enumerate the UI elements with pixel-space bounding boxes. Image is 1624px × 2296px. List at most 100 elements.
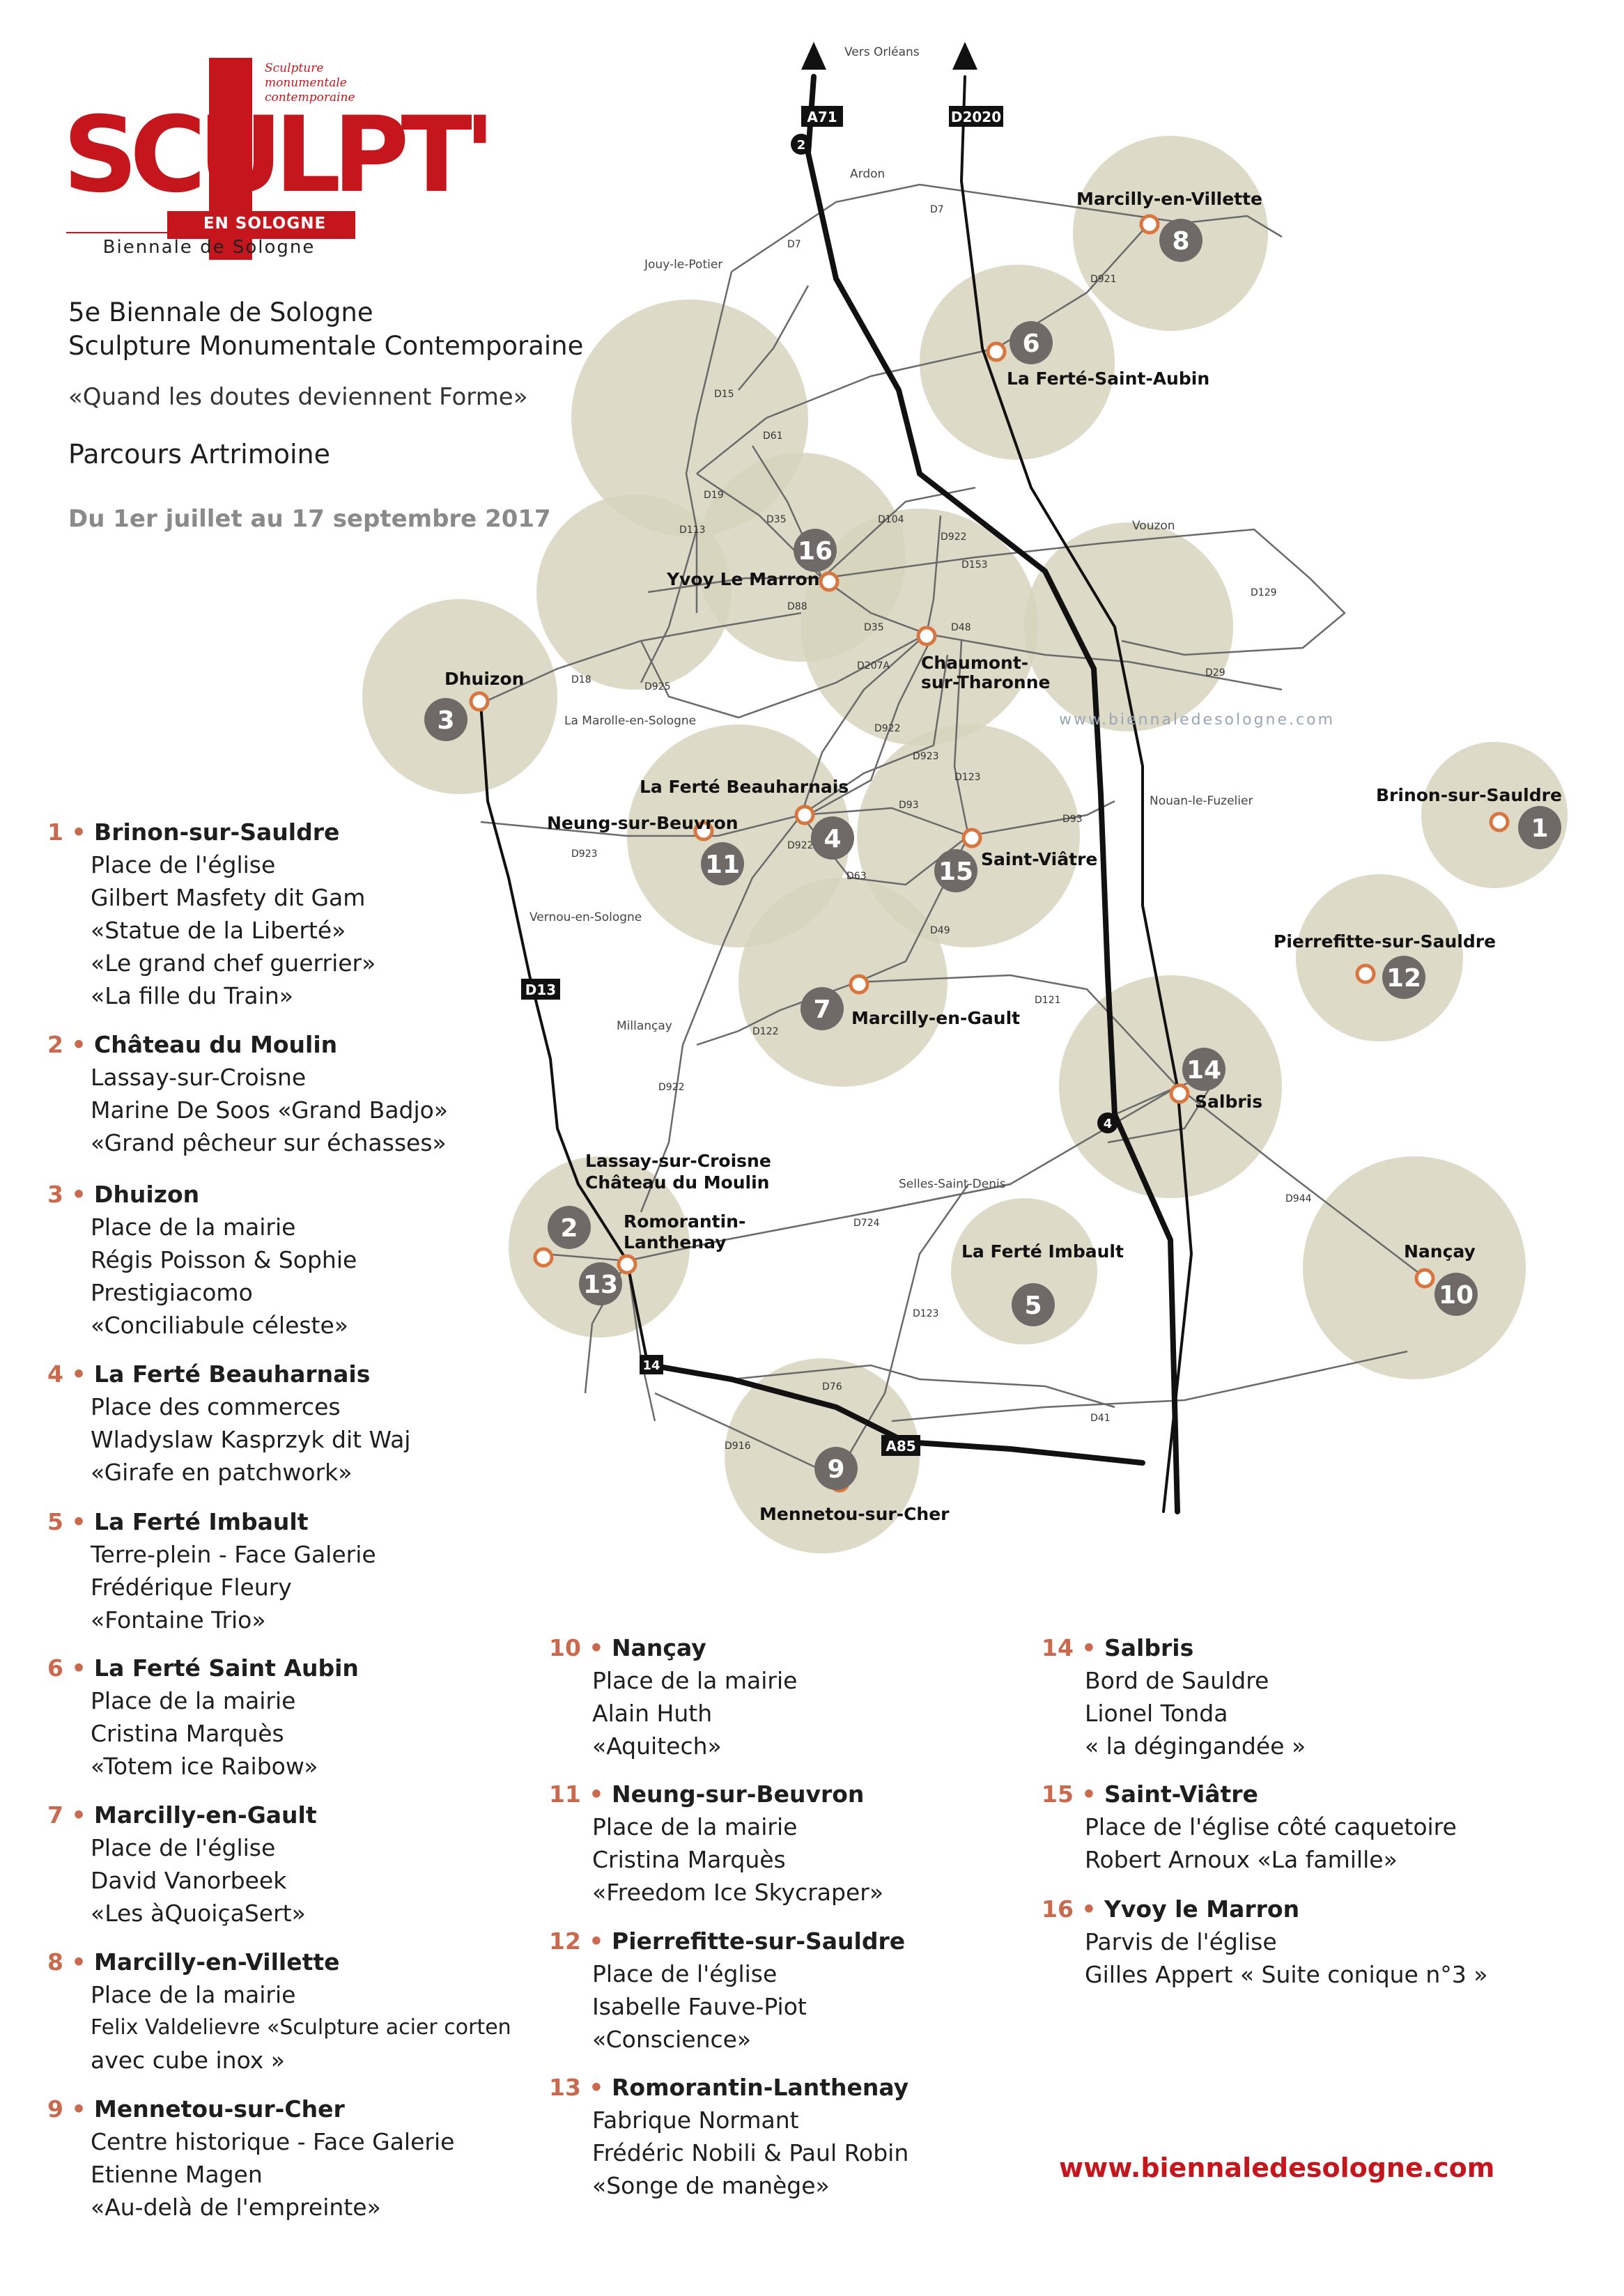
site-entry-number: 10 [549, 1634, 581, 1661]
road-d104 [821, 486, 976, 579]
site-entry-number: 4 [47, 1360, 63, 1388]
place-st-viatre: Saint-Viâtre [981, 849, 1097, 869]
site-entry-heading: 7 • Marcilly-en-Gault [47, 1799, 549, 1831]
site-entry-detail: « la dégingandée » [1085, 1732, 1306, 1760]
site-entry-detail: Frédérique Fleury [91, 1574, 292, 1601]
site-entry-detail: «Au-delà de l'empreinte» [91, 2194, 381, 2221]
bullet-dot-icon: • [580, 1634, 612, 1661]
bullet-dot-icon: • [63, 1948, 95, 1976]
road-shields: A71 D2020 D13 A85 [521, 106, 1003, 1456]
place-ferte-imbault: La Ferté Imbault [961, 1241, 1124, 1262]
site-entry-detail: Prestigiacomo [91, 1279, 253, 1306]
site-entry-number: 8 [47, 1948, 63, 1976]
road-d113 [640, 529, 698, 683]
site-entry-detail: «Totem ice Raibow» [91, 1753, 318, 1780]
zone-circle-chaumont [801, 509, 1038, 745]
logo-biennale: Biennale de Sologne [102, 237, 316, 258]
place-marcilly-villette: Marcilly-en-Villette [1076, 189, 1262, 209]
site-entry-detail: Place des commerces [91, 1393, 341, 1420]
road-d921 [870, 222, 1150, 378]
site-entry-name: Brinon-sur-Sauldre [94, 819, 340, 846]
bullet-dot-icon: • [63, 1801, 95, 1829]
zone-circle-14 [1059, 975, 1282, 1198]
site-entry-number: 3 [47, 1181, 63, 1208]
site-entry-number: 6 [47, 1654, 63, 1682]
site-entry-heading: 1 • Brinon-sur-Sauldre [47, 816, 549, 848]
site-entry-detail: «Les àQuoiçaSert» [91, 1900, 306, 1927]
site-entry-name: Château du Moulin [94, 1031, 338, 1058]
exit-14-bg [640, 1355, 663, 1374]
road-d916 [654, 1392, 837, 1478]
website-link[interactable]: www.biennaledesologne.com [1059, 2152, 1495, 2183]
zone-circle-5 [951, 1198, 1097, 1344]
marker-7-num: 7 [813, 995, 830, 1024]
site-entry-detail: Parvis de l'église [1085, 1928, 1277, 1955]
bullet-dot-icon: • [63, 819, 95, 846]
road-label-d207a: D207A [857, 660, 890, 672]
road-selles [870, 1183, 1011, 1213]
road-d13 [479, 702, 649, 1367]
road-d923-west [480, 814, 802, 837]
site-entry-name: Pierrefitte-sur-Sauldre [612, 1927, 906, 1955]
place-ferte-st-aubin: La Ferté-Saint-Aubin [1007, 369, 1209, 389]
road-d15 [738, 285, 810, 391]
shield-d13: D13 [525, 982, 556, 998]
site-entry-detail: Place de la mairie [91, 1213, 296, 1241]
road-label-d724: D724 [853, 1218, 880, 1229]
road-label-d63: D63 [846, 871, 867, 882]
marker-2 [548, 1206, 591, 1249]
zone-circle-east [1024, 522, 1233, 731]
site-entry-detail: Place de la mairie [592, 1667, 798, 1694]
marker-15-num: 15 [938, 858, 973, 886]
site-entry-detail: «Le grand chef guerrier» [91, 949, 376, 977]
site-entry-detail: Cristina Marquès [91, 1720, 284, 1747]
zone-circle-6 [920, 265, 1115, 460]
marker-8-num: 8 [1172, 227, 1189, 256]
place-salbris: Salbris [1195, 1092, 1262, 1112]
marker-15 [934, 849, 977, 892]
road-lassay [543, 1252, 656, 1422]
site-entry-heading: 16 • Yvoy le Marron [1042, 1893, 1543, 1925]
direction-label: Vers Orléans [844, 45, 920, 59]
marker-3-num: 3 [437, 706, 454, 735]
site-entry-detail: «Grand pêcheur sur échasses» [91, 1129, 447, 1156]
road-d61 [696, 375, 872, 474]
place-chaumont-2: sur-Tharonne [921, 672, 1051, 692]
marker-6 [1010, 321, 1053, 364]
site-entry-name: Nançay [612, 1634, 706, 1661]
shield-d13-bg [521, 979, 560, 1000]
site-entry-detail: «Conciliabule céleste» [91, 1312, 348, 1339]
site-entry-detail: Alain Huth [592, 1700, 713, 1727]
village-vouzon: Vouzon [1132, 519, 1175, 533]
road-label-d925: D925 [644, 681, 671, 692]
road-label-d93b: D93 [1062, 814, 1083, 825]
exit-2-bg [791, 134, 812, 155]
road-label-d922a: D922 [941, 532, 967, 543]
marker-3 [424, 698, 467, 741]
site-entry-detail: Place de l'église [91, 1834, 276, 1861]
site-entry-detail: Place de l'église [91, 851, 276, 878]
main-roads [479, 74, 1193, 1514]
town-ring-pierrefitte [1355, 963, 1376, 984]
site-entry-detail: Place de la mairie [91, 1687, 296, 1714]
logo-rule [66, 232, 348, 233]
road-label-d104: D104 [878, 514, 904, 525]
shield-d2020-bg [949, 106, 1003, 127]
site-entry-detail: Bord de Sauldre [1085, 1667, 1269, 1694]
town-ring-marcilly-villette [1139, 214, 1160, 235]
village-nouan: Nouan-le-Fuzelier [1150, 794, 1253, 808]
place-labels: Marcilly-en-Villette La Ferté-Saint-Aubi… [444, 189, 1562, 1524]
marker-16 [794, 529, 837, 572]
marker-10 [1434, 1273, 1478, 1316]
road-label-d29: D29 [1205, 667, 1225, 678]
site-entry-detail: David Vanorbeek [91, 1867, 287, 1894]
road-d923 [801, 654, 949, 816]
site-entry-number: 16 [1042, 1895, 1074, 1923]
town-ring-st-viatre [961, 828, 982, 848]
